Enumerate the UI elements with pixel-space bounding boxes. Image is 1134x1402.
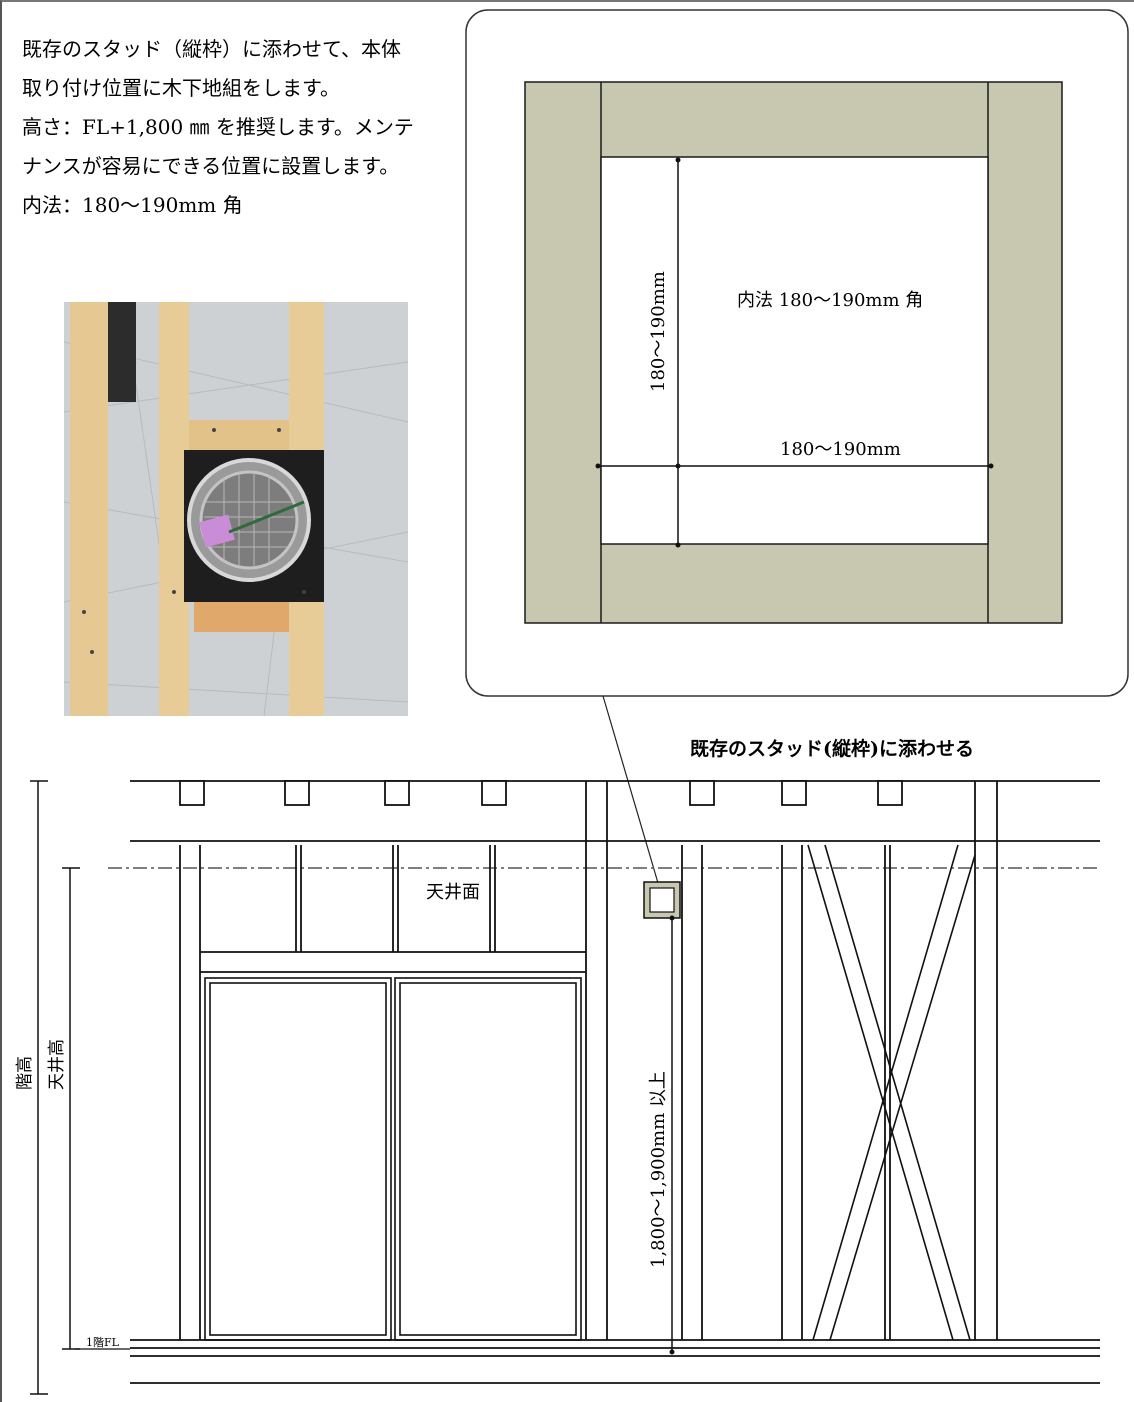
photo-base-board [194,602,289,632]
intro-line-2: 取り付け位置に木下地組をします。 [22,76,340,100]
photo-stud-left [70,302,108,716]
ceiling-label: 天井面 [426,882,480,903]
callout-label: 既存のスタッド(縦枠)に添わせる [690,737,974,760]
floor-lines [130,1339,1100,1384]
detail-dimensions [598,160,991,545]
intro-line-5: 内法：180〜190mm 角 [22,193,243,217]
cross-brace [807,844,976,1341]
intro-line-3: 高さ：FL+1,800 ㎜ を推奨します。メンテ [22,115,414,139]
intro-line-1: 既存のスタッド（縦枠）に添わせて、本体 [22,37,401,61]
detail-frame [524,81,1063,624]
intro-text: 既存のスタッド（縦枠）に添わせて、本体 取り付け位置に木下地組をします。 高さ：… [22,30,462,225]
floor-height-label: 階高 [15,1056,35,1090]
window-header [200,951,586,973]
callout-leader-line [602,695,659,884]
mounting-box [643,881,681,919]
floor-label: 1階FL [86,1335,120,1349]
inner-dim-label: 内法 180〜190mm 角 [737,290,923,311]
ceiling-height-label: 天井高 [47,1039,67,1090]
joists [179,780,903,806]
horizontal-dim-label: 180〜190mm [780,439,901,460]
mount-height-label: 1,800〜1,900mm 以上 [648,1071,669,1268]
installation-photo [64,302,408,716]
top-plates [130,780,1100,842]
vertical-dim-label: 180〜190mm [648,271,669,392]
frame-opening [600,156,989,545]
intro-line-4: ナンスが容易にできる位置に設置します。 [22,154,400,178]
window-sashes [204,977,582,1341]
height-dimensions [30,780,80,1395]
studs [179,781,998,1340]
